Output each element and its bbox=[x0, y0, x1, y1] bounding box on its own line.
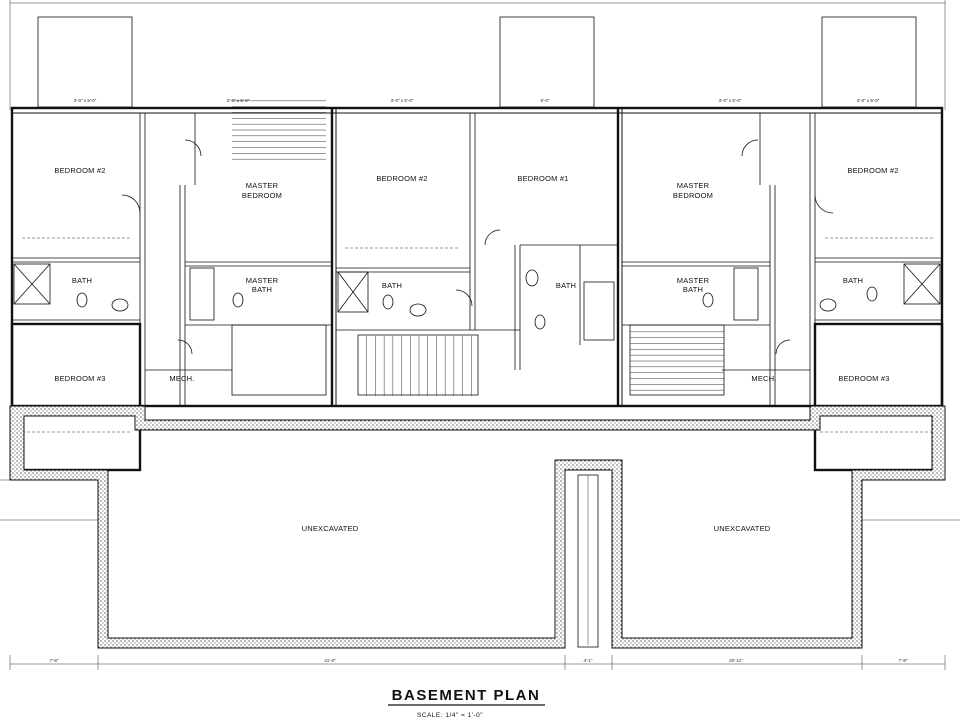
bath-fixtures bbox=[13, 263, 941, 341]
sink-left bbox=[111, 298, 129, 312]
room-label: BEDROOM #3 bbox=[838, 374, 889, 383]
plan-title: BASEMENT PLAN bbox=[392, 687, 541, 704]
window-well-center bbox=[499, 16, 595, 108]
room-labels: BEDROOM #2 MASTER BEDROOM BEDROOM #2 BED… bbox=[54, 166, 898, 533]
toilet-left bbox=[76, 292, 88, 308]
window-label: 3'-0" x 5'-0" bbox=[74, 98, 97, 103]
shower-left bbox=[13, 263, 51, 305]
room-label: BATH bbox=[252, 285, 272, 294]
door-swings bbox=[121, 139, 834, 355]
shower-center-2 bbox=[583, 281, 615, 341]
room-label: BEDROOM #1 bbox=[517, 174, 568, 183]
window-well-right bbox=[821, 16, 917, 108]
window-labels: 3'-0" x 5'-0" 3'-0" x 5'-0" 3'-0" x 5'-0… bbox=[74, 98, 880, 103]
bedroom3-wings bbox=[10, 322, 944, 472]
shower-center bbox=[337, 271, 369, 313]
sink-center bbox=[409, 303, 427, 317]
toilet-center bbox=[382, 294, 394, 310]
toilet-master-right bbox=[702, 292, 714, 308]
window-well-left bbox=[37, 16, 133, 108]
plan-scale: SCALE: 1/4" = 1'-0" bbox=[417, 712, 483, 719]
shower-master-right bbox=[733, 267, 759, 321]
room-label: BEDROOM #2 bbox=[54, 166, 105, 175]
room-label: BEDROOM bbox=[242, 191, 282, 200]
toilet-master-left bbox=[232, 292, 244, 308]
room-label: MECH. bbox=[169, 374, 194, 383]
window-label: 3'-0" x 5'-0" bbox=[227, 98, 250, 103]
title-block: BASEMENT PLAN SCALE: 1/4" = 1'-0" bbox=[388, 687, 545, 719]
closet-lines bbox=[22, 237, 935, 433]
room-label: BATH bbox=[843, 276, 863, 285]
window-label: 3'-0" x 5'-0" bbox=[391, 98, 414, 103]
room-label: MASTER bbox=[677, 181, 710, 190]
stair-treads bbox=[232, 100, 724, 396]
room-label: MECH. bbox=[751, 374, 776, 383]
dim-bottom-left: 7'-8" bbox=[50, 658, 59, 663]
toilet-right bbox=[866, 286, 878, 302]
room-label: BATH bbox=[556, 281, 576, 290]
window-label: 6'-0" bbox=[541, 98, 550, 103]
dim-bottom-mid-left: 41'-0" bbox=[324, 658, 336, 663]
stairs bbox=[231, 324, 725, 396]
room-label: BEDROOM #2 bbox=[847, 166, 898, 175]
room-label: BATH bbox=[382, 281, 402, 290]
dim-bottom-right: 7'-8" bbox=[899, 658, 908, 663]
room-label: BEDROOM #3 bbox=[54, 374, 105, 383]
building-walls bbox=[10, 106, 944, 408]
foundation-walls bbox=[9, 405, 946, 649]
sink-center-2 bbox=[525, 269, 539, 287]
room-label: UNEXCAVATED bbox=[302, 524, 359, 533]
room-label: MASTER bbox=[677, 276, 710, 285]
room-label: BATH bbox=[72, 276, 92, 285]
toilet-center-2 bbox=[534, 314, 546, 330]
room-label: BEDROOM bbox=[673, 191, 713, 200]
room-label: MASTER bbox=[246, 276, 279, 285]
room-label: UNEXCAVATED bbox=[714, 524, 771, 533]
dim-bottom-mid-right: 20'-11" bbox=[729, 658, 743, 663]
window-label: 3'-0" x 5'-0" bbox=[719, 98, 742, 103]
room-label: BEDROOM #2 bbox=[376, 174, 427, 183]
sink-right bbox=[819, 298, 837, 312]
window-label: 3'-0" x 5'-0" bbox=[857, 98, 880, 103]
room-label: BATH bbox=[683, 285, 703, 294]
shower-right bbox=[903, 263, 941, 305]
site-lines bbox=[0, 479, 960, 521]
dim-bottom-center: 4'-1" bbox=[584, 658, 593, 663]
bottom-dimensions: 7'-8" 41'-0" 4'-1" 20'-11" 7'-8" bbox=[9, 655, 946, 670]
shower-master-left bbox=[189, 267, 215, 321]
window-wells bbox=[37, 16, 917, 108]
room-label: MASTER bbox=[246, 181, 279, 190]
